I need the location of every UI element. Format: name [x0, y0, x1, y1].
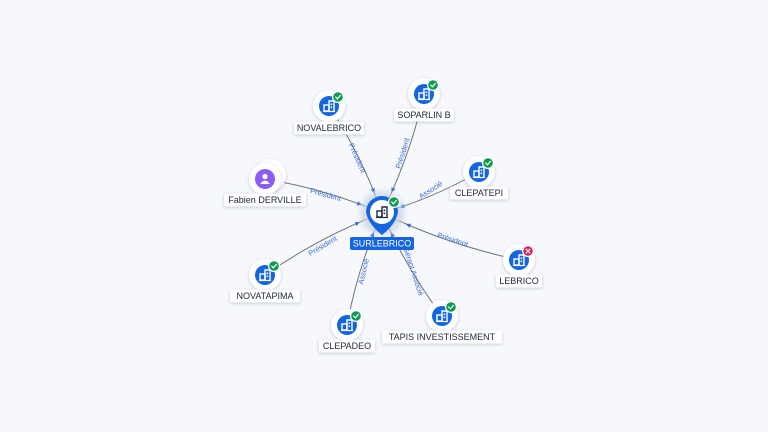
edge-label: Associé [417, 179, 444, 201]
edge-label: Gérant Associé [401, 246, 425, 297]
node-label-text: LEBRICO [499, 276, 539, 286]
active-check-icon [482, 157, 494, 169]
building-icon [323, 100, 335, 113]
node-label-text: Fabien DERVILLE [228, 195, 301, 205]
node-tapis-investissement[interactable]: TAPIS INVESTISSEMENT [382, 300, 502, 344]
center-label: SURLEBRICO [350, 237, 414, 250]
edge-arrow [354, 221, 361, 226]
node-clepatepi[interactable]: CLEPATEPI [450, 156, 508, 200]
active-check-icon [427, 79, 439, 91]
node-label-text: NOVATAPIMA [236, 291, 293, 301]
person-icon [260, 173, 270, 184]
active-check-icon [388, 196, 400, 208]
edge-label: Président [347, 142, 368, 175]
node-label-text: SOPARLIN B [397, 110, 450, 120]
node-label-text: NOVALEBRICO [297, 123, 361, 133]
node-lebrico[interactable]: LEBRICO [496, 244, 542, 288]
node-label: SOPARLIN B [394, 108, 454, 122]
building-icon [436, 310, 448, 323]
node-novatapima[interactable]: NOVATAPIMA [230, 259, 300, 303]
node-label-text: CLEPATEPI [455, 188, 503, 198]
node-soparlin-b[interactable]: SOPARLIN B [394, 78, 454, 122]
building-icon [418, 88, 430, 101]
node-label: NOVATAPIMA [230, 289, 300, 303]
building-icon [259, 269, 271, 282]
edge-arrow [370, 187, 375, 194]
node-clepadeo[interactable]: CLEPADEO [319, 309, 375, 353]
center-label-text: SURLEBRICO [353, 239, 412, 249]
active-check-icon [268, 260, 280, 272]
node-fabien-derville[interactable]: Fabien DERVILLE [224, 159, 306, 207]
node-label: Fabien DERVILLE [224, 193, 306, 207]
nodes: NOVALEBRICO SOPARLIN B CLEPATEPI Fabien DER… [224, 78, 542, 353]
node-label: CLEPATEPI [450, 186, 508, 200]
edge-arrow [356, 201, 363, 206]
edge-label: Président [309, 186, 343, 203]
node-label: TAPIS INVESTISSEMENT [382, 330, 502, 344]
center-node[interactable]: SURLEBRICO [350, 191, 414, 250]
node-novalebrico[interactable]: NOVALEBRICO [294, 90, 364, 135]
node-label: CLEPADEO [319, 339, 375, 353]
building-icon [513, 254, 525, 267]
edge-arrow [405, 223, 412, 228]
edge-label: Président [394, 136, 412, 170]
active-check-icon [445, 301, 457, 313]
node-label-text: TAPIS INVESTISSEMENT [389, 332, 496, 342]
edge-arrow [390, 232, 395, 238]
active-check-icon [350, 310, 362, 322]
node-label-text: CLEPADEO [323, 341, 371, 351]
edge-label: Président [436, 230, 470, 249]
building-icon [341, 319, 353, 332]
edge-arrow [391, 187, 396, 193]
edge-arrow [370, 231, 375, 238]
building-icon [376, 206, 388, 219]
closed-x-icon [522, 245, 534, 257]
node-label: NOVALEBRICO [294, 121, 364, 135]
building-icon [473, 166, 485, 179]
active-check-icon [332, 91, 344, 103]
node-label: LEBRICO [496, 274, 542, 288]
edge-label: Associé [356, 258, 371, 286]
